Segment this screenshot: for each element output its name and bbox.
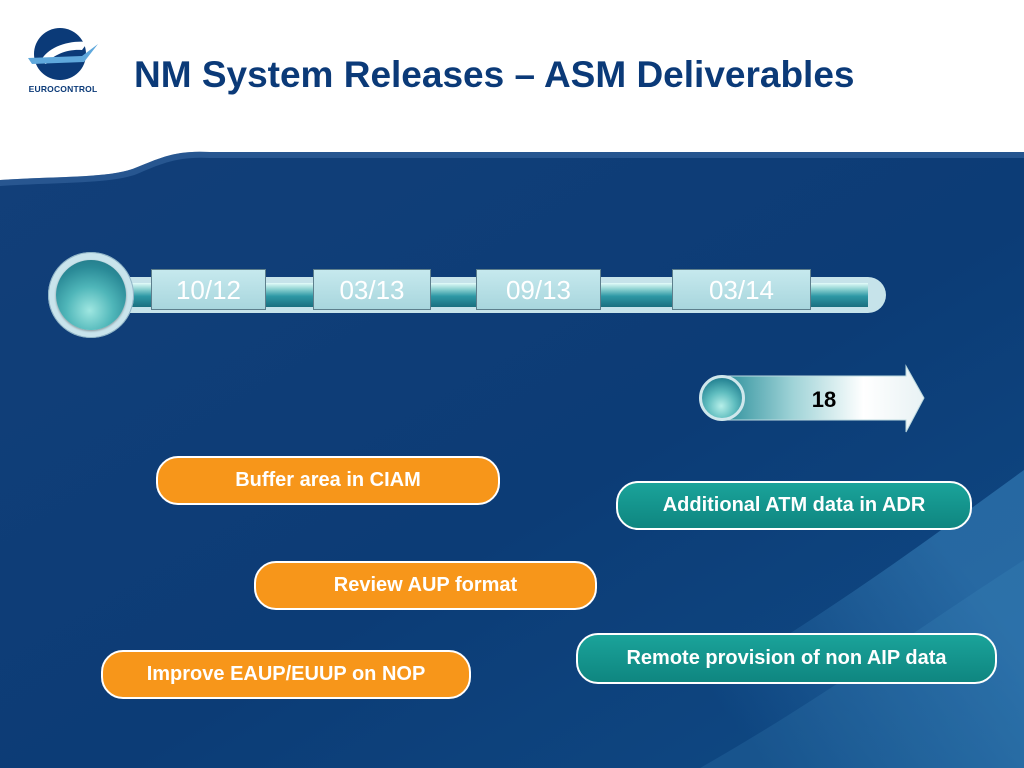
deliverable-review-aup: Review AUP format xyxy=(254,561,597,610)
timeline-date-2: 03/13 xyxy=(313,269,431,310)
timeline-date-3: 09/13 xyxy=(476,269,601,310)
deliverable-remote-provision: Remote provision of non AIP data xyxy=(576,633,997,684)
eurocontrol-logo xyxy=(28,28,98,80)
timeline-date-4: 03/14 xyxy=(672,269,811,310)
timeline-start-ball xyxy=(56,260,126,330)
release-label: 18 xyxy=(811,387,837,412)
deliverable-additional-atm: Additional ATM data in ADR xyxy=(616,481,972,530)
timeline-date-1: 10/12 xyxy=(151,269,266,310)
deliverable-improve-eaup: Improve EAUP/EUUP on NOP xyxy=(101,650,471,699)
page-title: NM System Releases – ASM Deliverables xyxy=(134,54,855,95)
deliverable-buffer-area: Buffer area in CIAM xyxy=(156,456,500,505)
release-arrow xyxy=(721,364,925,433)
release-ball xyxy=(699,375,745,421)
logo-text: EUROCONTROL xyxy=(28,84,98,94)
